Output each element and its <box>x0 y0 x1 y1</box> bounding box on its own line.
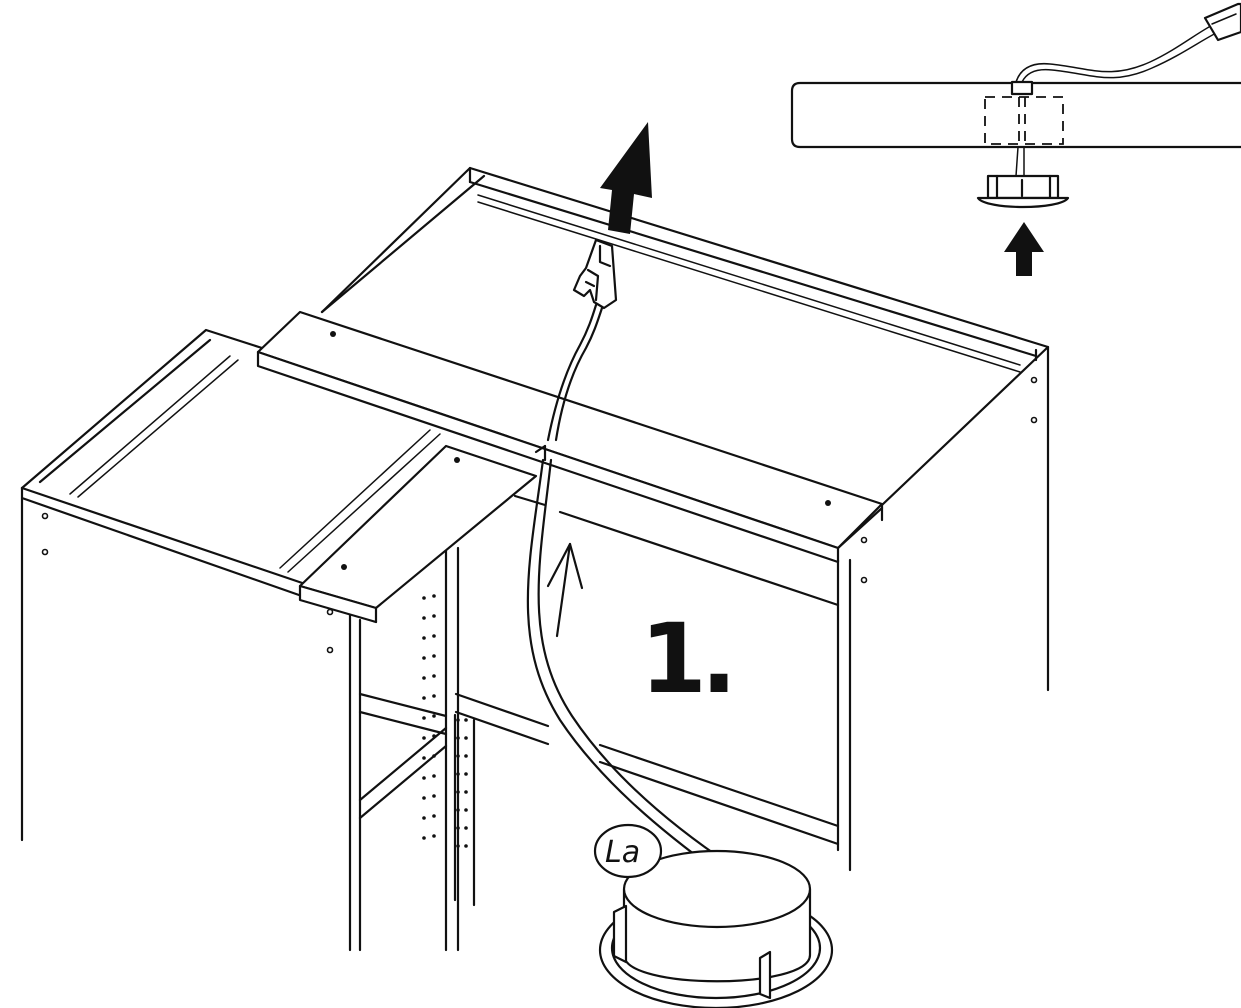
pin-hole <box>456 772 460 776</box>
pin-hole <box>422 596 426 600</box>
right-cabinet <box>320 166 1050 907</box>
power-cable <box>526 303 734 874</box>
step-number: 1. <box>640 603 731 715</box>
pin-hole <box>422 716 426 720</box>
puck-light <box>598 849 834 1008</box>
pin-hole <box>456 718 460 722</box>
shelf-pin-holes <box>422 594 468 848</box>
small-up-arrow-icon <box>1004 222 1044 276</box>
plug-connector <box>572 238 618 310</box>
pin-hole <box>464 844 468 848</box>
pin-hole <box>432 634 436 638</box>
up-arrow-icon <box>600 122 652 234</box>
pin-hole <box>432 794 436 798</box>
part-label-bubble: La <box>593 823 663 879</box>
pin-hole <box>422 636 426 640</box>
pin-hole <box>456 790 460 794</box>
left-cabinet <box>20 328 460 952</box>
pin-hole <box>456 826 460 830</box>
pin-hole <box>456 736 460 740</box>
pin-hole <box>464 772 468 776</box>
pin-hole <box>422 776 426 780</box>
pin-hole <box>432 674 436 678</box>
pin-hole <box>432 694 436 698</box>
pin-hole <box>432 654 436 658</box>
pin-hole <box>422 656 426 660</box>
pin-hole <box>422 616 426 620</box>
pin-hole <box>456 754 460 758</box>
detail-inset <box>790 2 1241 276</box>
pin-hole <box>422 736 426 740</box>
pin-hole <box>422 816 426 820</box>
pin-hole <box>432 814 436 818</box>
pin-hole <box>422 756 426 760</box>
pin-hole <box>464 808 468 812</box>
pin-hole <box>432 614 436 618</box>
connector-board-short <box>298 444 538 624</box>
thin-up-arrow-icon <box>546 542 584 638</box>
pin-hole <box>464 718 468 722</box>
pin-hole <box>432 774 436 778</box>
pin-hole <box>432 734 436 738</box>
pin-hole <box>422 676 426 680</box>
pin-hole <box>464 826 468 830</box>
pin-hole <box>432 714 436 718</box>
connector-board-long <box>256 310 884 564</box>
pin-hole <box>422 796 426 800</box>
pin-hole <box>464 754 468 758</box>
pin-hole <box>464 736 468 740</box>
pin-hole <box>422 696 426 700</box>
pin-hole <box>464 790 468 794</box>
pin-hole <box>422 836 426 840</box>
pin-hole <box>456 808 460 812</box>
pin-hole <box>456 844 460 848</box>
part-label: La <box>605 835 640 870</box>
pin-hole <box>432 834 436 838</box>
pin-hole <box>432 754 436 758</box>
pin-hole <box>432 594 436 598</box>
